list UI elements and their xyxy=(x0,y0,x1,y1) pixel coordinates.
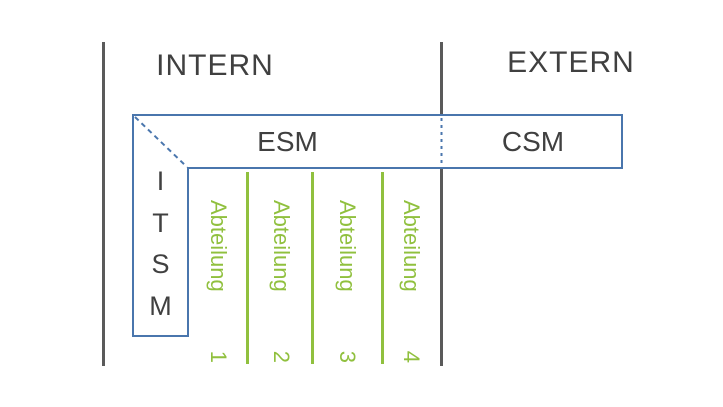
department-4-number: 4 xyxy=(399,350,424,363)
department-4-label: Abteilung 4 xyxy=(399,200,424,363)
itsm-box-left-border xyxy=(132,114,134,337)
department-1-number: 1 xyxy=(206,350,231,363)
department-2-number: 2 xyxy=(269,350,294,363)
itsm-label: I T S M xyxy=(132,168,189,320)
itsm-letter-t: T xyxy=(152,207,169,238)
department-3-number: 3 xyxy=(335,350,360,363)
department-1-label: Abteilung 1 xyxy=(206,200,231,363)
department-3-name: Abteilung xyxy=(335,200,360,292)
department-2-name: Abteilung xyxy=(269,200,294,292)
dept-separator-line-3 xyxy=(381,172,384,364)
department-4-name: Abteilung xyxy=(399,200,424,292)
itsm-letter-s: S xyxy=(151,249,170,280)
esm-label: ESM xyxy=(257,126,318,157)
dept-separator-line-2 xyxy=(311,172,314,364)
esm-bar-bottom-border xyxy=(187,167,623,169)
department-2-label: Abteilung 2 xyxy=(269,200,294,363)
zone-label-extern: EXTERN xyxy=(507,46,635,79)
extern-boundary-line-bottom xyxy=(440,169,443,366)
department-3-label: Abteilung 3 xyxy=(335,200,360,363)
itsm-box-right-border xyxy=(187,167,189,337)
zone-label-intern: INTERN xyxy=(156,49,274,82)
itsm-letter-m: M xyxy=(149,290,172,321)
itsm-letter-i: I xyxy=(156,166,165,196)
esm-bar-top-border xyxy=(132,114,623,116)
itsm-box-bottom-border xyxy=(132,335,189,337)
csm-label: CSM xyxy=(501,126,565,157)
esm-bar-right-border xyxy=(621,114,623,169)
dept-separator-line-1 xyxy=(246,172,249,364)
extern-boundary-line-top xyxy=(440,42,443,114)
department-1-name: Abteilung xyxy=(206,200,231,292)
intern-boundary-line xyxy=(102,42,105,366)
